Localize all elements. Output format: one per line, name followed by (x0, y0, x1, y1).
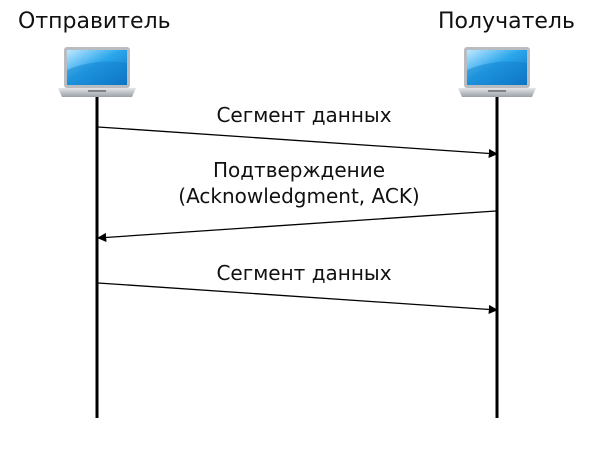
message-label-2: Подтверждение (Acknowledgment, ACK) (150, 157, 448, 209)
message-2-text-line1: Подтверждение (212, 158, 386, 182)
sender-label: Отправитель (18, 9, 171, 34)
message-arrow-1 (97, 126, 498, 158)
message-arrow-3 (97, 282, 498, 314)
message-label-1: Сегмент данных (180, 102, 428, 128)
message-1-text: Сегмент данных (216, 103, 392, 127)
sender-laptop-icon (58, 47, 136, 97)
message-3-text: Сегмент данных (216, 261, 392, 285)
receiver-label: Получатель (438, 9, 575, 34)
message-arrow-2 (97, 210, 497, 242)
receiver-laptop-icon (458, 47, 536, 97)
message-label-3: Сегмент данных (180, 260, 428, 286)
message-2-text-line2: (Acknowledgment, ACK) (178, 184, 420, 208)
